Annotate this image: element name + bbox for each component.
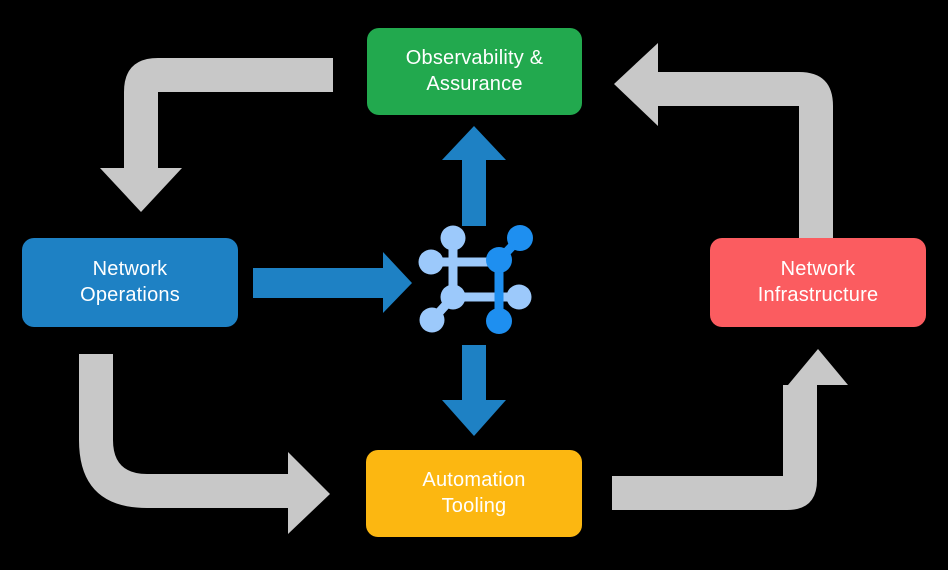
- node-top-right-dark: [507, 225, 533, 251]
- network-icon-light-nodes: [418, 225, 532, 333]
- node-left-light: [418, 249, 444, 275]
- node-right-light: [506, 284, 532, 310]
- elbow-arrow-observability-to-operations: [100, 58, 333, 212]
- node-box-network-operations[interactable]: Network Operations: [22, 238, 238, 327]
- node-center-hub-dark: [486, 247, 512, 273]
- elbow-arrow-infrastructure-to-observability: [614, 43, 833, 238]
- node-top-light: [440, 225, 466, 251]
- elbow-arrow-operations-to-automation: [79, 354, 330, 534]
- node-bottom-dark: [486, 308, 512, 334]
- node-box-observability[interactable]: Observability & Assurance: [367, 28, 582, 115]
- network-icon-dark-nodes: [486, 225, 533, 334]
- node-hub-light: [440, 284, 466, 310]
- arrow-center-to-observability: [442, 126, 506, 226]
- arrow-center-to-automation: [442, 345, 506, 436]
- arrow-operations-to-center: [253, 252, 412, 313]
- node-box-network-infrastructure[interactable]: Network Infrastructure: [710, 238, 926, 327]
- elbow-arrow-automation-to-infrastructure: [612, 349, 848, 510]
- node-box-automation-tooling[interactable]: Automation Tooling: [366, 450, 582, 537]
- node-lower-left-light: [419, 307, 445, 333]
